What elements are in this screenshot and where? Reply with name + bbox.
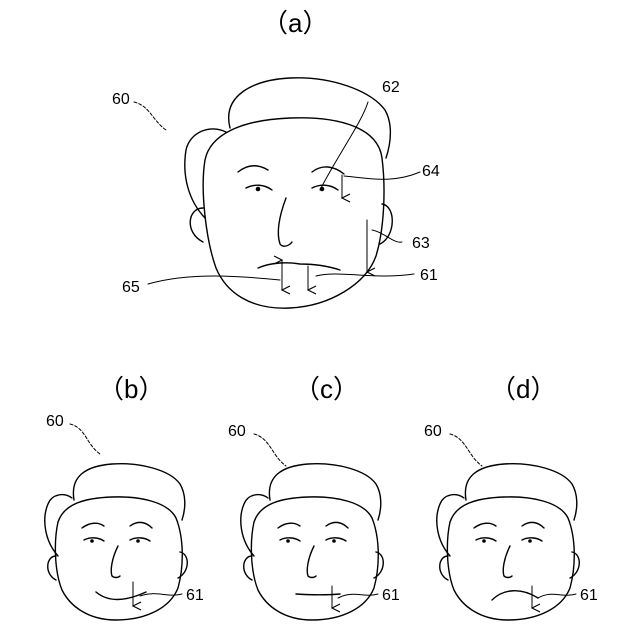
ref-65-a: 65 xyxy=(122,279,140,296)
panel-c: （c） 60 61 xyxy=(228,374,400,620)
leader-60-large xyxy=(134,102,166,130)
arrow-64-brow xyxy=(344,172,420,179)
ref-63-a: 63 xyxy=(412,235,430,252)
face-60-large xyxy=(185,78,392,308)
face-60-c xyxy=(241,464,383,620)
ref-61-c: 61 xyxy=(382,587,400,604)
ref-61-a: 61 xyxy=(420,267,438,284)
arrow-62-eye xyxy=(320,102,368,198)
ref-64-a: 64 xyxy=(422,163,440,180)
ref-60-a: 60 xyxy=(112,91,130,108)
panel-d-label: （d） xyxy=(490,374,556,404)
ref-61-b: 61 xyxy=(186,587,204,604)
ref-60-c: 60 xyxy=(228,423,246,440)
panel-c-label: （c） xyxy=(294,374,359,404)
ref-60-b: 60 xyxy=(46,413,64,430)
panel-b: （b） 60 61 xyxy=(45,374,204,620)
panel-a: （a） xyxy=(112,8,440,308)
ref-61-d: 61 xyxy=(580,587,598,604)
panel-a-label: （a） xyxy=(262,8,328,38)
panel-d: （d） 60 61 xyxy=(424,374,598,620)
ref-62-a: 62 xyxy=(382,79,400,96)
panel-b-label: （b） xyxy=(98,374,164,404)
face-60-b xyxy=(45,464,187,620)
ref-60-d: 60 xyxy=(424,423,442,440)
face-60-d xyxy=(437,464,579,620)
